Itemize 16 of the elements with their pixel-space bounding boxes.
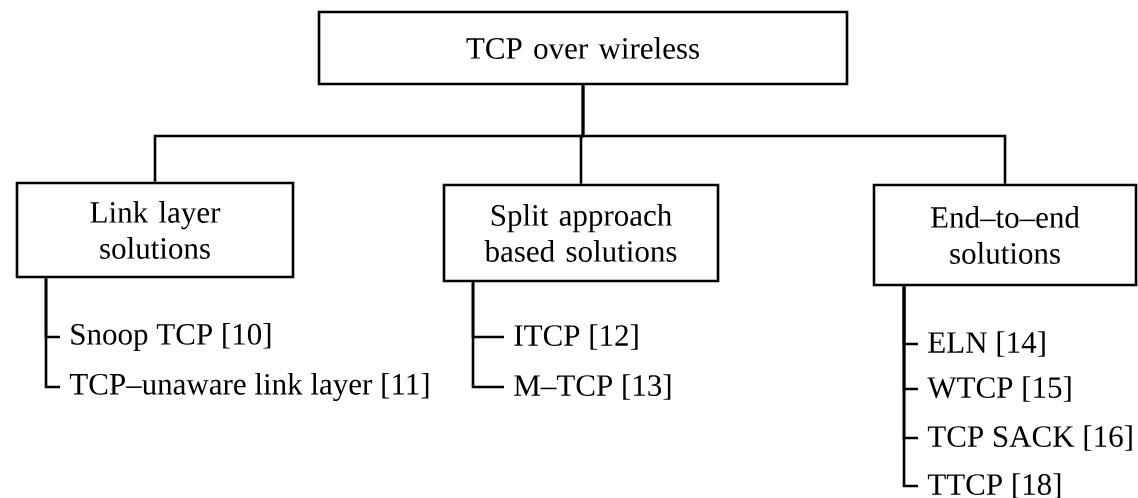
category-box: Link layer solutions [15, 181, 295, 279]
list-item: TCP SACK [16] [927, 425, 1132, 451]
list-item: TCP–unaware link layer [11] [69, 372, 429, 402]
list-item: M–TCP [13] [514, 374, 671, 400]
list-item: WTCP [15] [927, 376, 1071, 402]
list-item: Snoop TCP [10] [71, 322, 271, 352]
connector-line [902, 286, 918, 488]
category-box: End–to–end solutions [872, 183, 1138, 287]
category-box: Split approach based solutions [442, 183, 720, 283]
connector-line [471, 282, 504, 389]
list-item: TTCP [18] [927, 473, 1061, 498]
list-item: ELN [14] [928, 331, 1045, 357]
list-item: ITCP [12] [514, 324, 638, 350]
connector-line [581, 85, 1007, 184]
category-box: TCP over wireless [317, 10, 849, 86]
connector-line [44, 278, 60, 389]
